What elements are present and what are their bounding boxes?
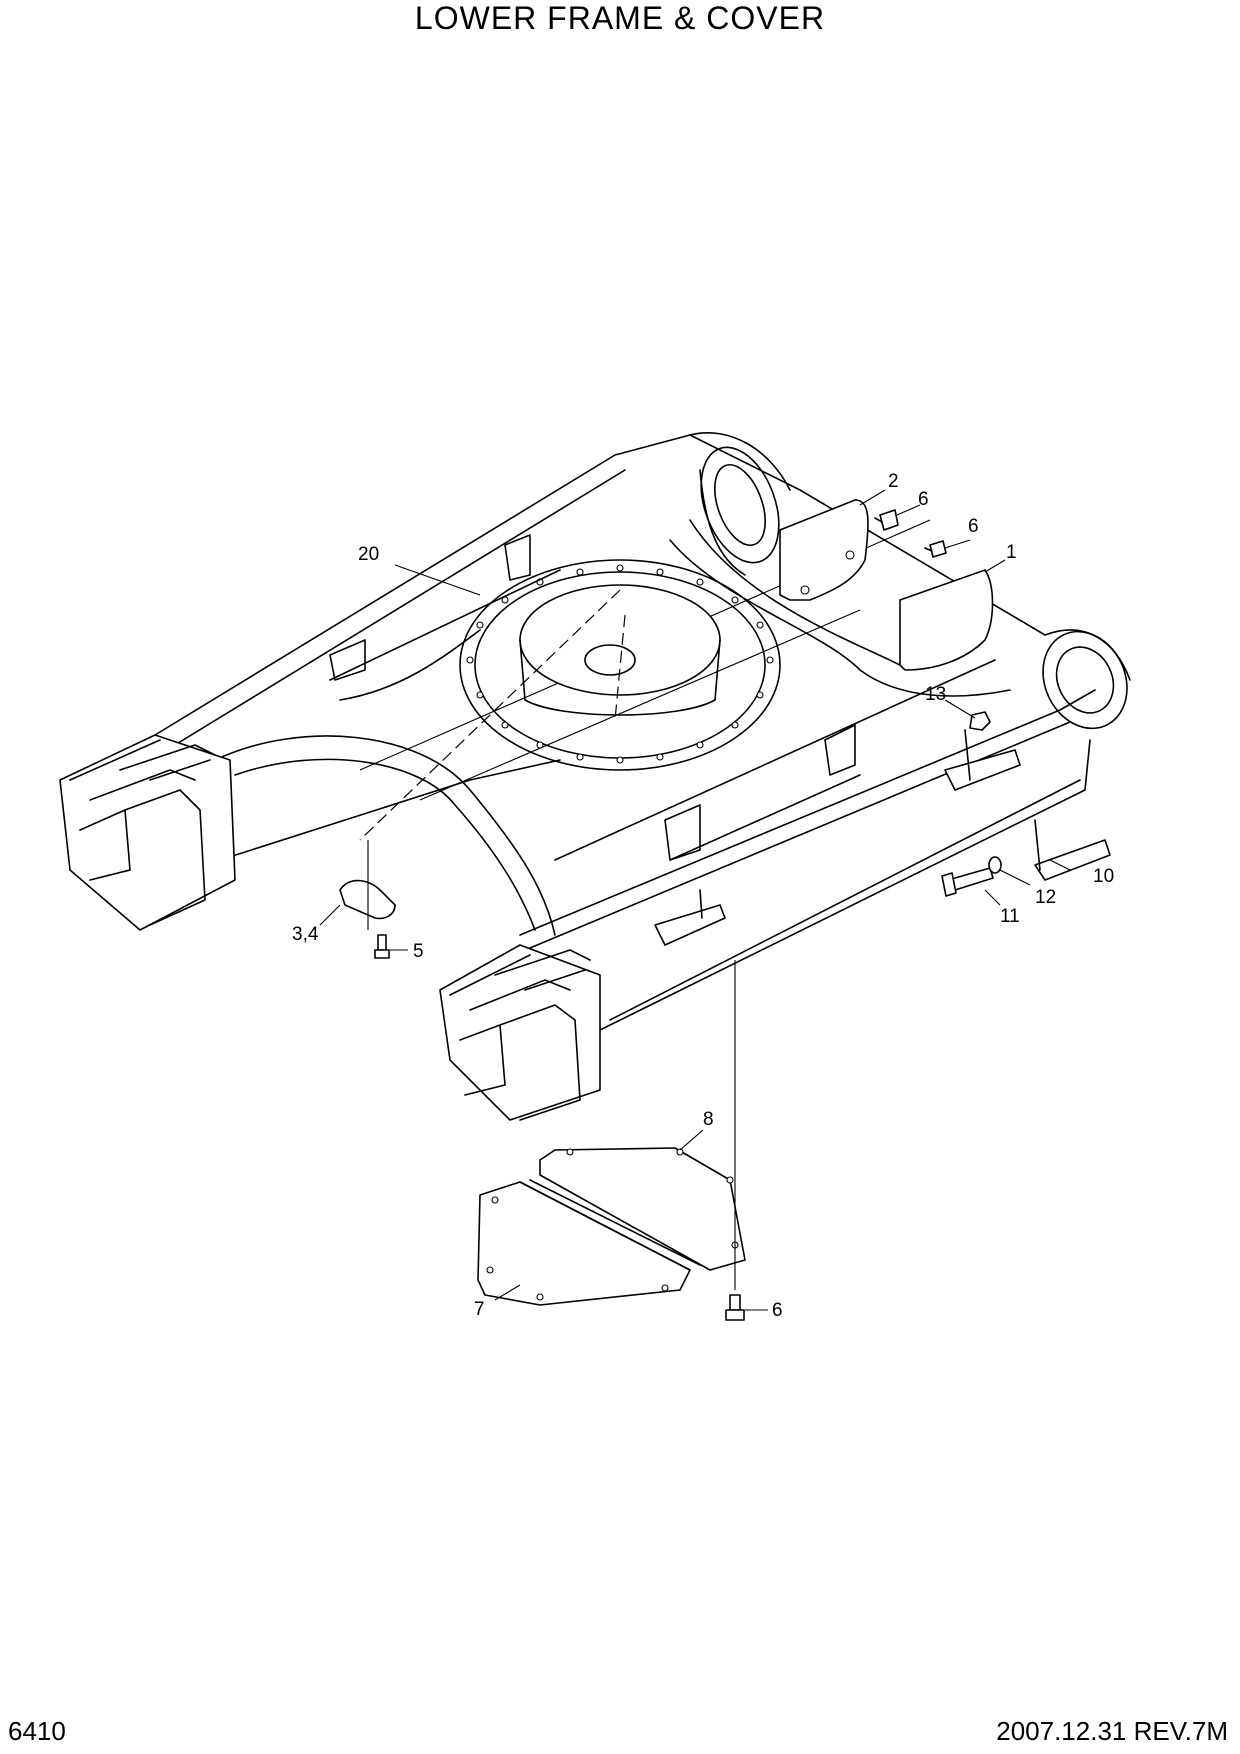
left-frame-end bbox=[59, 734, 236, 931]
rear-right-housing bbox=[1042, 629, 1131, 730]
callout-5: 5 bbox=[413, 941, 424, 962]
page-title: LOWER FRAME & COVER bbox=[414, 0, 826, 36]
callout-labels: 2 6 6 1 20 13 10 12 11 3,4 5 8 7 6 bbox=[292, 471, 1114, 1321]
callout-6: 6 bbox=[918, 489, 929, 510]
part-7-cover bbox=[477, 1179, 701, 1306]
callout-6: 6 bbox=[968, 516, 979, 537]
part-6-bolts-top bbox=[874, 509, 947, 558]
lower-frame bbox=[154, 434, 1096, 1031]
center-swing-mount bbox=[359, 559, 781, 841]
callout-12: 12 bbox=[1035, 887, 1056, 908]
page-number: 6410 bbox=[8, 1716, 66, 1746]
part-11-bolt bbox=[941, 867, 994, 897]
frame-brackets bbox=[329, 534, 861, 861]
part-8-cover bbox=[539, 1147, 746, 1271]
callout-6: 6 bbox=[772, 1300, 783, 1321]
callout-10: 10 bbox=[1093, 866, 1114, 887]
bolt-hole-ring bbox=[466, 564, 774, 764]
part-10-guards bbox=[654, 729, 1111, 946]
rear-left-housing bbox=[689, 432, 791, 576]
callout-7: 7 bbox=[474, 1299, 485, 1320]
callout-11: 11 bbox=[1000, 906, 1020, 927]
part-6-bolt-bottom bbox=[725, 960, 745, 1321]
right-frame-end bbox=[439, 944, 601, 1121]
leader-lines bbox=[319, 489, 1071, 1311]
callout-2: 2 bbox=[888, 471, 899, 492]
part-12-washer bbox=[988, 856, 1002, 874]
part-13-nut bbox=[969, 711, 991, 731]
part-1-cover bbox=[899, 569, 994, 671]
callout-20: 20 bbox=[358, 544, 379, 565]
revision-date: 2007.12.31 REV.7M bbox=[996, 1716, 1228, 1746]
callout-8: 8 bbox=[703, 1109, 714, 1130]
part-2-cover bbox=[779, 499, 869, 601]
callout-1: 1 bbox=[1006, 542, 1017, 563]
callout-13: 13 bbox=[925, 684, 946, 705]
callout-3-4: 3,4 bbox=[292, 924, 319, 945]
part-5-bolt bbox=[367, 840, 390, 959]
